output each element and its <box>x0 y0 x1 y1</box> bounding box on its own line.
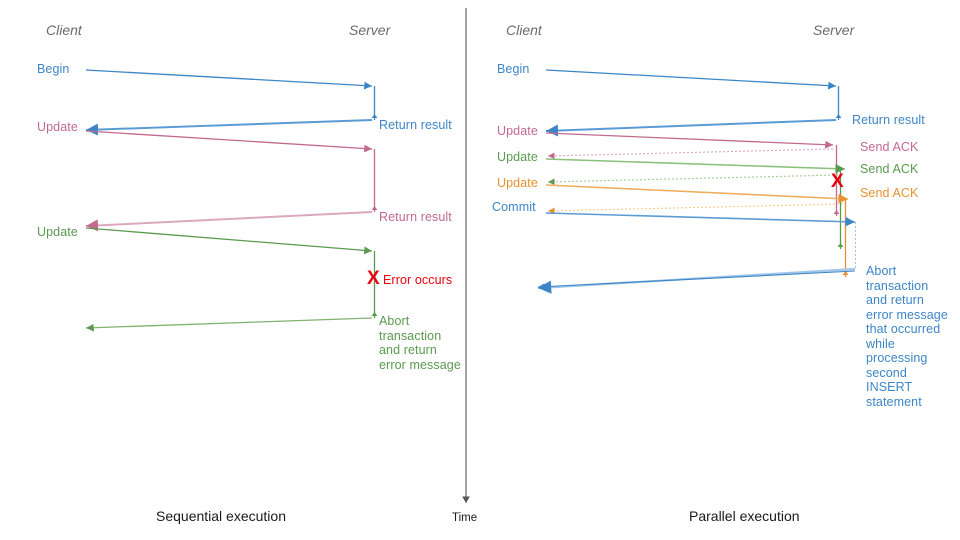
caption-sequential-execution: Sequential execution <box>156 508 286 524</box>
right-abort-note-line-2: transaction <box>866 278 929 293</box>
right-server-label-send-ack-1: Send ACK <box>860 140 919 154</box>
time-axis-label: Time <box>452 512 478 524</box>
right-abort-note-line-3: and return <box>866 293 924 307</box>
right-msg-begin <box>545 69 842 120</box>
right-client-label-update-1: Update <box>497 124 538 138</box>
right-msg-return-result <box>545 119 837 137</box>
left-msg-update-pink <box>85 130 378 212</box>
left-abort-note-line-2: transaction <box>379 328 442 343</box>
left-server-label-error-occurs: Error occurs <box>383 273 453 287</box>
left-msg-abort-return <box>85 317 373 332</box>
left-client-label-update-1: Update <box>37 120 78 134</box>
left-msg-update-green <box>85 227 378 318</box>
right-client-label-update-2: Update <box>497 150 538 164</box>
right-client-label-update-3: Update <box>497 176 538 190</box>
right-client-label-commit: Commit <box>492 200 536 214</box>
right-abort-note-line-4: error message <box>866 307 948 322</box>
right-abort-note-line-8: second <box>866 365 907 380</box>
right-abort-note-line-5: that occurred <box>866 322 941 336</box>
left-diagram-vectors <box>85 69 378 332</box>
right-msg-update-pink <box>545 132 840 216</box>
caption-parallel-execution: Parallel execution <box>689 508 800 524</box>
left-server-label-return-result-2: Return result <box>379 210 452 224</box>
right-header-client: Client <box>506 22 542 38</box>
right-server-label-send-ack-3: Send ACK <box>860 186 919 200</box>
right-msg-commit <box>545 212 857 268</box>
right-abort-note-line-1: Abort <box>866 264 897 278</box>
right-server-label-return-result: Return result <box>852 113 925 127</box>
left-header-client: Client <box>46 22 82 38</box>
right-client-label-begin: Begin <box>497 62 530 76</box>
right-error-x-icon: X <box>831 171 844 192</box>
left-msg-begin <box>85 69 378 120</box>
right-msg-update-orange <box>545 184 849 277</box>
left-msg-return-result-2 <box>85 211 373 232</box>
left-client-label-begin: Begin <box>37 62 70 76</box>
left-header-server: Server <box>349 22 391 38</box>
right-server-label-send-ack-2: Send ACK <box>860 162 919 176</box>
right-abort-note-line-9: INSERT <box>866 380 913 394</box>
left-abort-note: Abort transaction and return error messa… <box>379 314 465 372</box>
right-abort-note: Abort transaction and return error messa… <box>866 264 956 409</box>
right-abort-note-line-6: while <box>866 336 895 351</box>
left-msg-return-result-1 <box>85 119 373 136</box>
left-abort-note-line-3: and return <box>379 343 437 357</box>
left-abort-note-line-1: Abort <box>379 314 410 328</box>
left-client-label-update-2: Update <box>37 225 78 239</box>
left-abort-note-line-4: error message <box>379 357 461 372</box>
right-msg-abort-return <box>537 267 856 294</box>
right-abort-note-line-7: processing <box>866 351 928 365</box>
left-error-x-icon: X <box>367 268 380 289</box>
right-diagram-vectors <box>537 69 857 294</box>
left-server-label-return-result-1: Return result <box>379 118 452 132</box>
right-msg-update-green <box>545 158 846 249</box>
right-abort-note-line-10: statement <box>866 394 922 409</box>
right-header-server: Server <box>813 22 855 38</box>
